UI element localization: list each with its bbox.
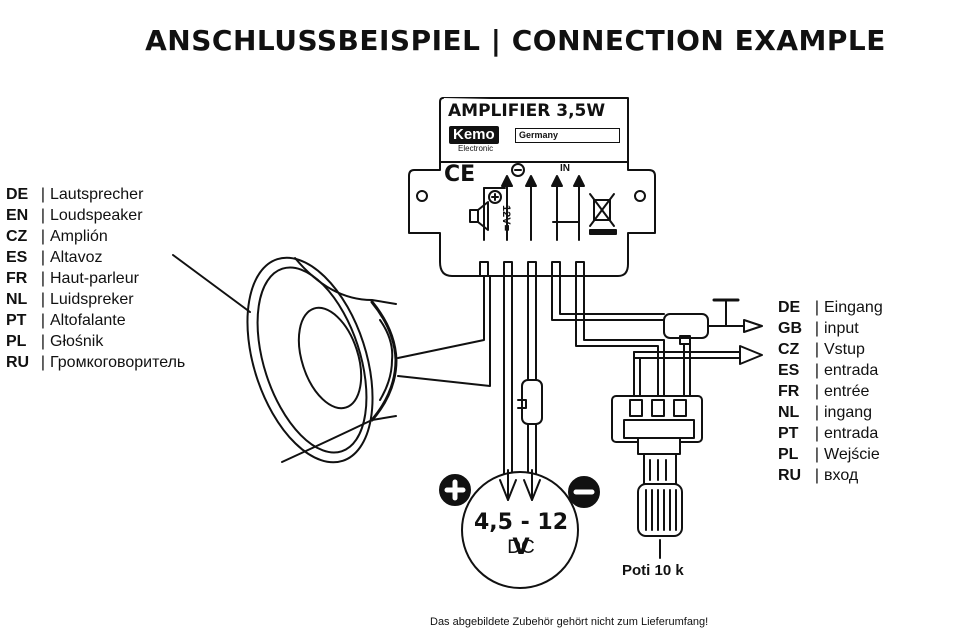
loudspeaker [172,254,398,464]
speaker-legend-row: EN |Loudspeaker [6,205,185,226]
input-legend-code: CZ [778,341,800,358]
input-legend-row: RU |вход [778,465,883,486]
input-legend-separator: | [814,425,820,442]
speaker-legend-row: RU |Громкоговоритель [6,352,185,373]
speaker-legend-label: Громкоговоритель [50,354,186,371]
input-legend-label: Vstup [824,341,865,358]
input-legend-row: CZ |Vstup [778,339,883,360]
speaker-legend-row: CZ |Amplión [6,226,185,247]
speaker-legend-separator: | [40,207,46,224]
speaker-legend-row: PL |Głośnik [6,331,185,352]
brand-subtitle: Electronic [458,144,494,153]
amplifier-module [408,97,656,277]
speaker-legend-row: PT |Altofalante [6,310,185,331]
speaker-legend-label: Haut-parleur [50,270,139,287]
speaker-legend-separator: | [40,186,46,203]
speaker-legend-separator: | [40,249,46,266]
footnote: Das abgebildete Zubehör gehört nicht zum… [430,616,709,628]
amplifier-model: AMPLIFIER 3,5W [448,101,606,121]
speaker-legend-code: FR [6,270,28,287]
input-legend-label: entrada [824,425,879,442]
speaker-legend-row: FR |Haut-parleur [6,268,185,289]
input-legend-row: ES |entrada [778,360,883,381]
input-legend-code: PT [778,425,799,442]
speaker-legend-code: DE [6,186,29,203]
speaker-legend-label: Lautsprecher [50,186,144,203]
input-mark: IN [560,163,570,174]
speaker-legend-label: Loudspeaker [50,207,143,224]
speaker-legend-label: Głośnik [50,333,104,350]
power-voltage: 4,5 - 12 V [473,510,569,560]
input-legend-code: PL [778,446,799,463]
speaker-legend-code: EN [6,207,29,224]
speaker-legend-code: CZ [6,228,28,245]
input-legend-row: DE |Eingang [778,297,883,318]
input-legend-code: NL [778,404,800,421]
input-legend-label: input [824,320,859,337]
speaker-legend-row: DE |Lautsprecher [6,184,185,205]
speaker-legend-code: ES [6,249,28,266]
brand-country: Germany [515,128,620,143]
speaker-legend-separator: | [40,228,46,245]
input-legend-separator: | [814,320,820,337]
speaker-legend-label: Altavoz [50,249,103,266]
input-legend-label: Eingang [824,299,883,316]
speaker-legend-code: NL [6,291,28,308]
input-legend-separator: | [814,404,820,421]
speaker-legend-separator: | [40,270,46,287]
input-legend-separator: | [814,383,820,400]
speaker-legend-row: NL |Luidspreker [6,289,185,310]
speaker-legend-label: Altofalante [50,312,126,329]
speaker-legend-code: RU [6,354,30,371]
input-legend-code: DE [778,299,801,316]
ce-mark: CE [444,162,476,187]
voltage-mark: 12V= [500,205,512,231]
input-legend-label: entrée [824,383,870,400]
input-legend-code: RU [778,467,802,484]
input-legend-separator: | [814,362,820,379]
input-legend-separator: | [814,299,820,316]
speaker-legend-row: ES |Altavoz [6,247,185,268]
speaker-legend-code: PL [6,333,27,350]
power-type: DC [507,537,535,558]
input-legend-label: вход [824,467,859,484]
input-legend-code: GB [778,320,802,337]
speaker-legend-separator: | [40,312,46,329]
potentiometer [611,395,703,559]
input-legend-separator: | [814,467,820,484]
input-legend-code: FR [778,383,800,400]
input-legend-row: PT |entrada [778,423,883,444]
speaker-legend-label: Amplión [50,228,108,245]
speaker-legend-separator: | [40,333,46,350]
speaker-legend-label: Luidspreker [50,291,134,308]
speaker-legend-separator: | [40,354,46,371]
speaker-legend-separator: | [40,291,46,308]
input-legend-code: ES [778,362,800,379]
brand-logo: Kemo [449,126,499,144]
input-legend-separator: | [814,341,820,358]
input-legend-row: PL |Wejście [778,444,883,465]
input-legend-label: ingang [824,404,873,421]
input-legend-row: NL |ingang [778,402,883,423]
input-legend-row: GB |input [778,318,883,339]
page-title: ANSCHLUSSBEISPIEL | CONNECTION EXAMPLE [145,24,886,57]
input-legend-separator: | [814,446,820,463]
input-legend-label: entrada [824,362,879,379]
speaker-legend-code: PT [6,312,27,329]
potentiometer-label: Poti 10 k [622,562,684,579]
input-legend-label: Wejście [824,446,880,463]
input-legend-row: FR |entrée [778,381,883,402]
